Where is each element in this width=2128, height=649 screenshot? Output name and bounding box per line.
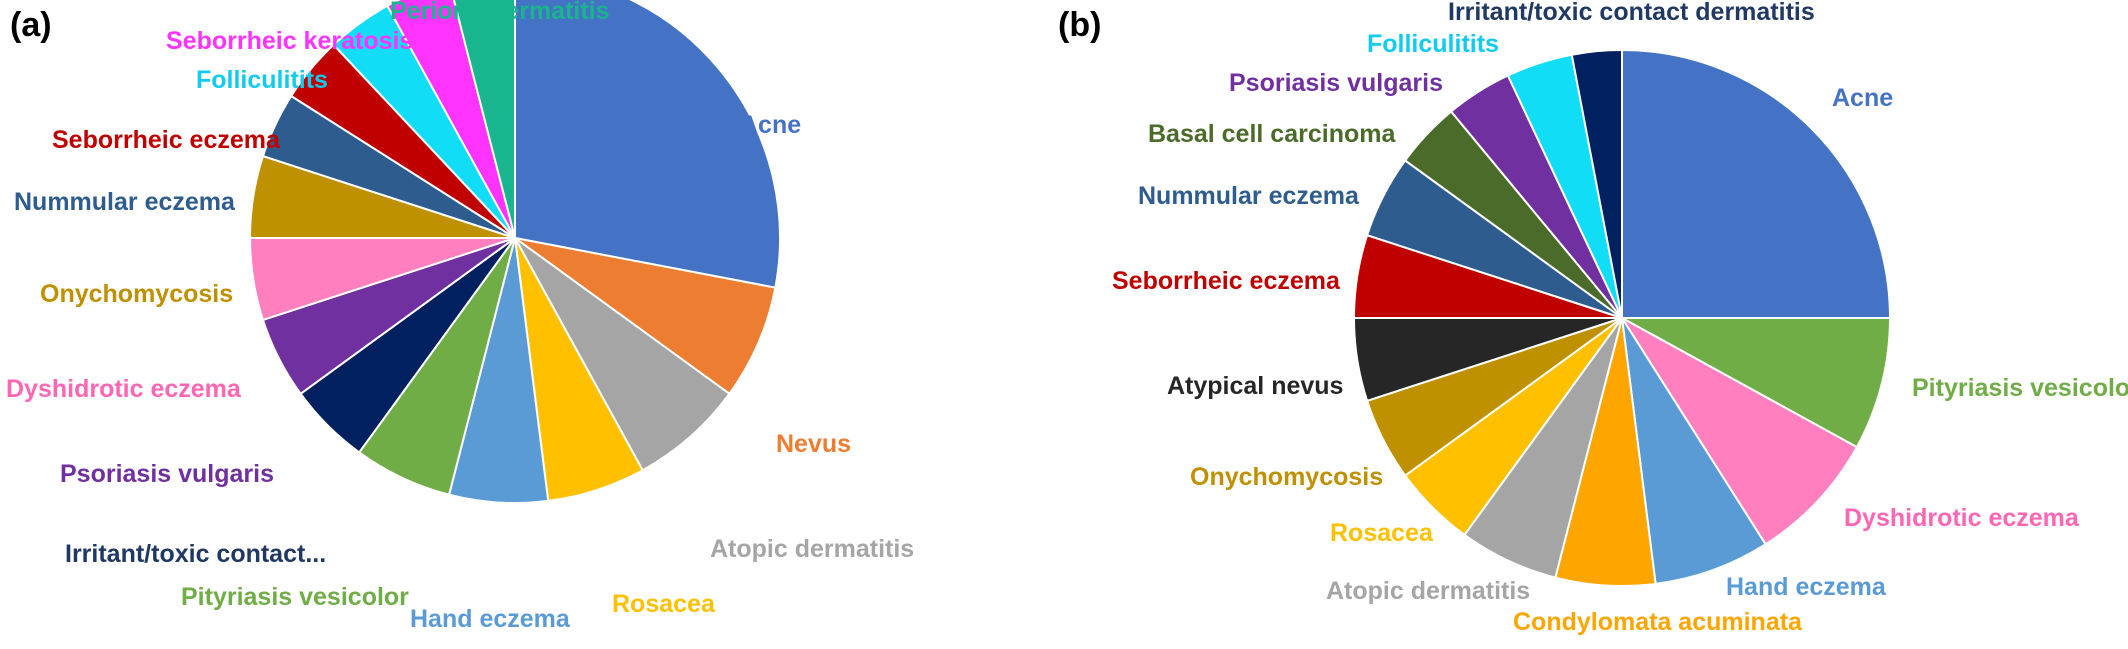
slice-label-nevus: Nevus bbox=[776, 430, 851, 458]
pie-slice-seborrheic-keratosis bbox=[385, 0, 516, 239]
panel-tag-b: (b) bbox=[1058, 6, 1101, 44]
slice-label-hand-eczema: Hand eczema bbox=[410, 605, 571, 633]
pie-slice-dyshidrotic-eczema bbox=[1621, 317, 1859, 546]
slice-label-atopic-dermatitis: Atopic dermatitis bbox=[710, 535, 914, 563]
pie-slice-acne bbox=[1621, 48, 1892, 319]
slice-label-atopic-dermatitis: Atopic dermatitis bbox=[1326, 577, 1530, 605]
slice-label-pityriasis-vesicolor: Pityriasis vesicolor bbox=[181, 583, 409, 611]
slice-label-condylomata-acuminata: Condylomata acuminata bbox=[1513, 608, 1803, 636]
slice-label-onychomycosis: Onychomycosis bbox=[40, 280, 233, 308]
slice-label-pityriasis-vesicolor: Pityriasis vesicolor bbox=[1912, 374, 2128, 402]
pie-slice-nevus bbox=[514, 237, 777, 396]
slice-label-hand-eczema: Hand eczema bbox=[1726, 573, 1887, 601]
pie-chart-b bbox=[1352, 48, 1892, 587]
slice-label-dyshidrotic-eczema: Dyshidrotic eczema bbox=[6, 375, 242, 403]
pie-slice-acne bbox=[514, 0, 781, 289]
slice-label-nummular-eczema: Nummular eczema bbox=[14, 188, 236, 216]
pie-slice-atopic-dermatitis bbox=[514, 237, 731, 472]
panel-tag-a: (a) bbox=[10, 6, 52, 44]
slice-label-seborrheic-keratosis: Seborrheic keratosis bbox=[166, 27, 413, 55]
pie-slice-pityriasis-vesicolor bbox=[1621, 317, 1892, 449]
slice-label-folliculitits: Folliculitits bbox=[196, 66, 328, 94]
pie-chart-a bbox=[248, 0, 781, 504]
slice-label-perioral-dermatitis: Perioral dermatitis bbox=[390, 0, 610, 25]
pie-slice-hand-eczema bbox=[1621, 317, 1767, 586]
slice-label-basal-cell-carcinoma: Basal cell carcinoma bbox=[1148, 120, 1396, 148]
slice-label-irritant-toxic-contact-dermatitis: Irritant/toxic contact dermatitis bbox=[1448, 0, 1815, 26]
slice-label-folliculitits: Folliculitits bbox=[1367, 30, 1499, 58]
slice-label-nummular-eczema: Nummular eczema bbox=[1138, 182, 1360, 210]
pie-slice-irritant-toxic-contact-dermatitis bbox=[1570, 48, 1623, 319]
slice-label-psoriasis-vulgaris: Psoriasis vulgaris bbox=[1229, 69, 1443, 97]
slice-label-atypical-nevus: Atypical nevus bbox=[1167, 372, 1343, 400]
pie-slice-perioral-dermatitis bbox=[452, 0, 516, 239]
slice-label-dyshidrotic-eczema: Dyshidrotic eczema bbox=[1844, 504, 2080, 532]
slice-label-rosacea: Rosacea bbox=[1330, 519, 1434, 547]
slice-label-irritant-toxic-contact: Irritant/toxic contact... bbox=[65, 540, 326, 568]
slice-label-acne: Acne bbox=[740, 111, 801, 139]
slice-label-seborrheic-eczema: Seborrheic eczema bbox=[1112, 267, 1341, 295]
slice-label-psoriasis-vulgaris: Psoriasis vulgaris bbox=[60, 460, 274, 488]
slice-label-seborrheic-eczema: Seborrheic eczema bbox=[52, 126, 281, 154]
slice-label-acne: Acne bbox=[1832, 84, 1893, 112]
slice-label-onychomycosis: Onychomycosis bbox=[1190, 463, 1383, 491]
slice-label-rosacea: Rosacea bbox=[612, 590, 716, 618]
